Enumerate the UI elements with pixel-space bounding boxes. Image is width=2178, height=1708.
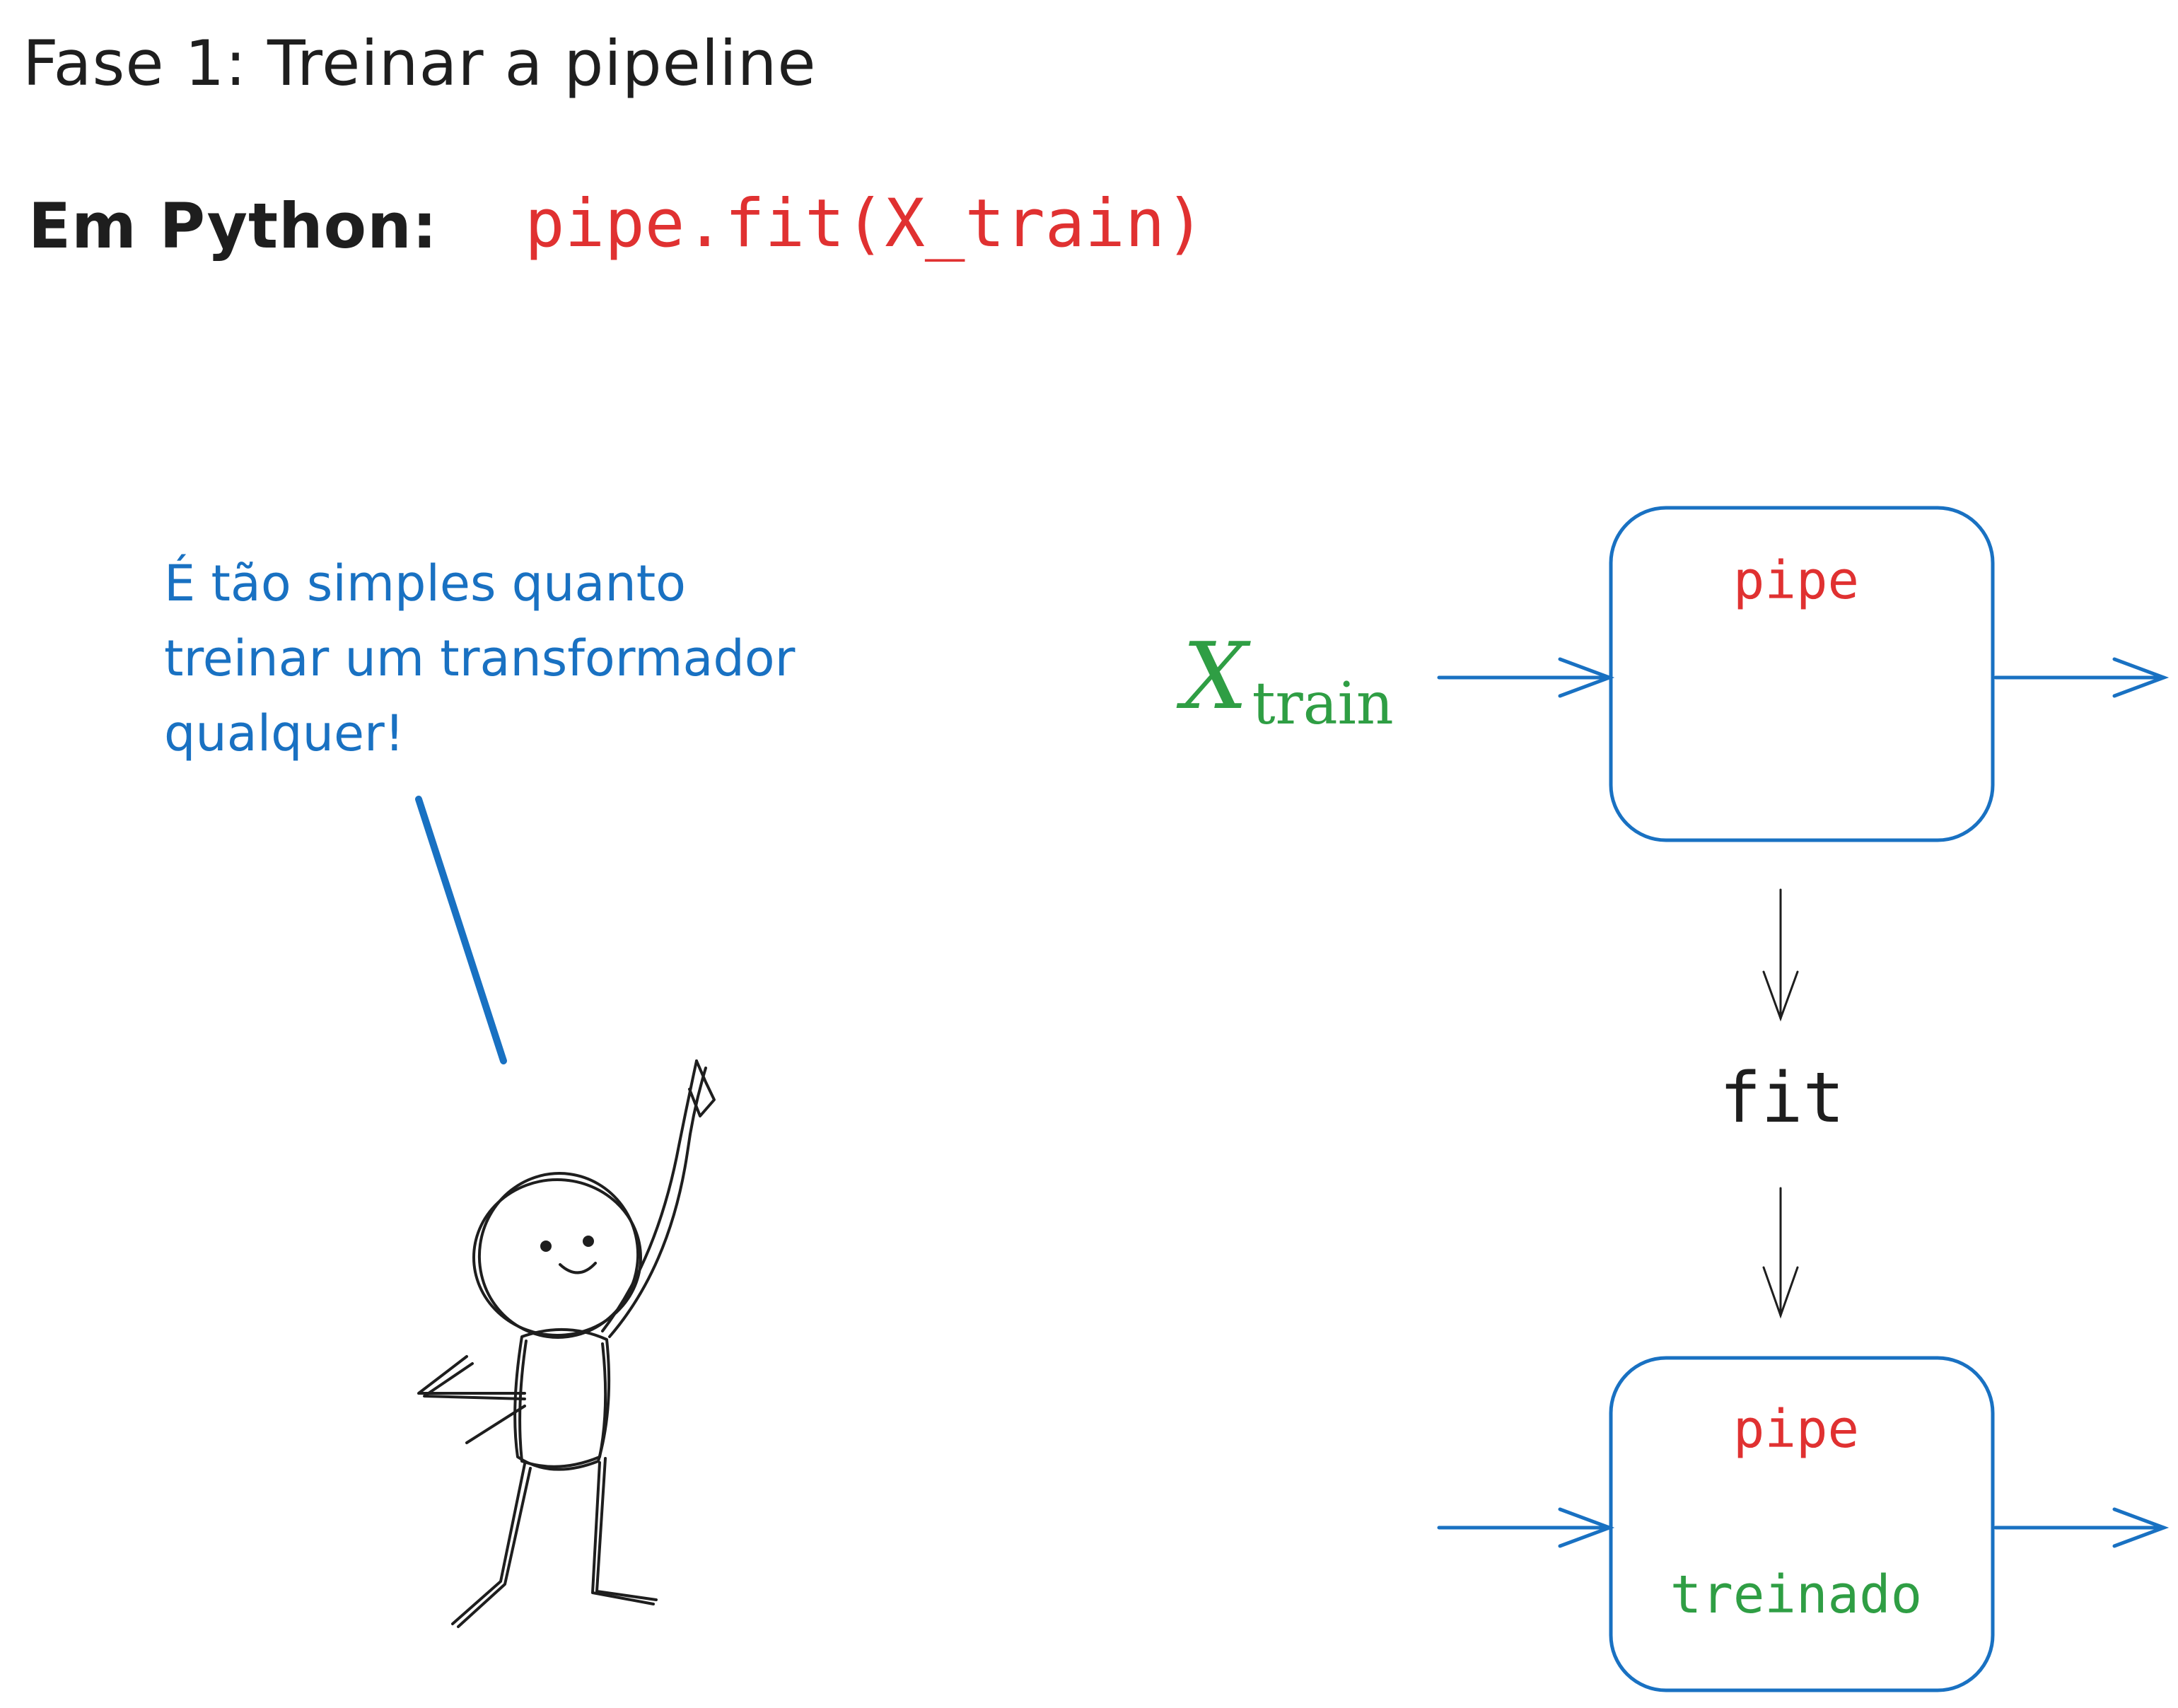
figure-smile [559,1262,597,1274]
fit-step-label: fit [1719,1058,1845,1139]
stick-figure-illustration [417,1059,716,1628]
python-code: pipe.fit(X_train) [525,185,1206,262]
diagram-title: Fase 1: Treinar a pipeline [23,27,817,100]
box-bottom-name: pipe [1732,1399,1860,1460]
box-bottom-state: treinado [1670,1564,1923,1625]
speech-line: treinar um transformador [164,629,796,687]
figure-eye-right [583,1236,594,1247]
input-arrow-top [1437,657,1615,698]
figure-right-leg [595,1457,658,1601]
output-arrow-top [1993,657,2170,698]
down-arrow-from-fit [1762,1187,1799,1319]
figure-body [513,1328,611,1471]
pipe-box-trained [1609,1356,1995,1692]
pipe-box-untrained [1609,506,1995,842]
figure-raised-arm [601,1059,698,1332]
input-arrow-bottom [1437,1507,1615,1548]
input-subscript: train [1252,670,1394,738]
input-label-xtrain: Xtrain [1182,622,1394,738]
output-arrow-bottom [1993,1507,2170,1548]
speech-pointer-line [415,796,507,1064]
speech-bubble-text: É tão simples quanto treinar um transfor… [164,546,795,771]
python-label: Em Python: [28,190,438,262]
speech-line: É tão simples quanto [164,554,687,612]
figure-head [472,1178,642,1337]
figure-eye-left [540,1241,552,1252]
speech-line: qualquer! [164,704,404,762]
figure-lower-arm [417,1355,526,1395]
figure-left-leg [451,1463,526,1625]
input-variable: X [1182,622,1248,730]
box-top-name: pipe [1732,550,1860,611]
down-arrow-to-fit [1762,888,1799,1022]
